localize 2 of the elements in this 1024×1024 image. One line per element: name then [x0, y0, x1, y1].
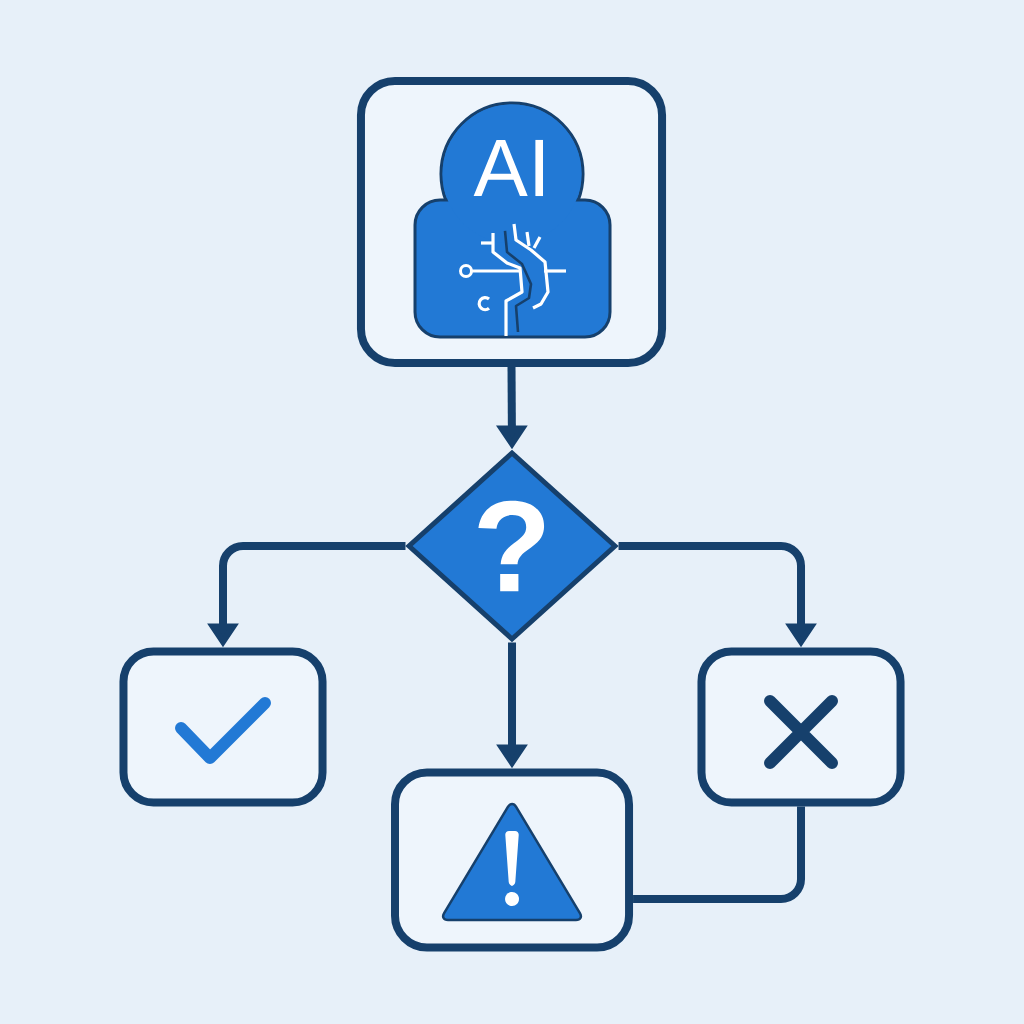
node-label: AI [473, 139, 544, 197]
badge: AI [413, 101, 612, 339]
